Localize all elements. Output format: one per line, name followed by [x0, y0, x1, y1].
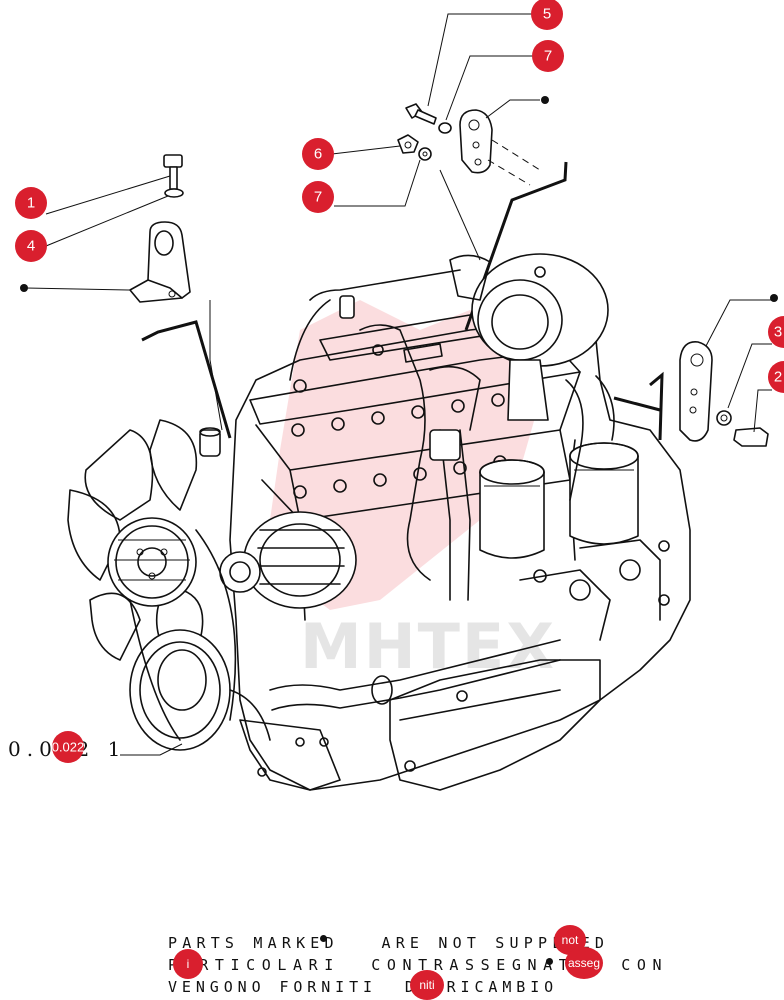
svg-text:3: 3 — [774, 324, 782, 341]
callout-3: 3 — [768, 316, 784, 348]
callout-5: 5 — [531, 0, 563, 30]
callout-1: 1 — [15, 187, 47, 219]
note-line-italian-1: PARTICOLARI CONTRASSEGNATI CON — [168, 956, 669, 974]
marker-dot — [546, 958, 553, 965]
svg-text:4: 4 — [27, 238, 35, 255]
tag-not: not — [554, 925, 586, 955]
svg-text:5: 5 — [543, 6, 551, 23]
leader-lines — [25, 13, 772, 756]
marker-dot — [320, 935, 327, 942]
marker-dot — [770, 294, 778, 302]
note-line-english: PARTS MARKED ARE NOT SUPPLIED — [168, 934, 610, 952]
marker-dot — [541, 96, 549, 104]
note-line-italian-2: VENGONO FORNITI DI RICAMBIO — [168, 978, 559, 996]
alternator — [219, 511, 357, 609]
head-fittings — [199, 295, 384, 457]
callout-7-top: 7 — [532, 40, 564, 72]
right-lifting-eye-group — [613, 341, 769, 447]
svg-text:1: 1 — [27, 195, 35, 212]
oil-filter-right — [569, 442, 639, 545]
watermark-text: MHTEX — [300, 610, 556, 683]
callout-6: 6 — [302, 138, 334, 170]
marker-dot — [20, 284, 28, 292]
crank-pulley — [107, 517, 271, 751]
svg-text:7: 7 — [314, 189, 322, 206]
engine-block — [229, 253, 691, 791]
svg-text:7: 7 — [544, 48, 552, 65]
tag-assegnati: asseg — [565, 947, 603, 979]
drawing-code: 0.022 1 0.022 — [8, 731, 120, 763]
turbocharger — [449, 253, 609, 421]
drawing-code-badge: 0.022 — [52, 740, 85, 755]
svg-text:2: 2 — [774, 369, 782, 386]
tag-i: i — [173, 949, 203, 979]
left-mount-bracket — [129, 154, 232, 439]
oil-filter-left — [479, 459, 545, 559]
callout-4: 4 — [15, 230, 47, 262]
callout-2: 2 — [768, 361, 784, 393]
svg-text:6: 6 — [314, 146, 322, 163]
top-lifting-eye-group — [397, 103, 568, 331]
cooling-fan — [67, 419, 204, 661]
callout-7-bottom: 7 — [302, 181, 334, 213]
tag-forniti: niti — [410, 970, 444, 1000]
